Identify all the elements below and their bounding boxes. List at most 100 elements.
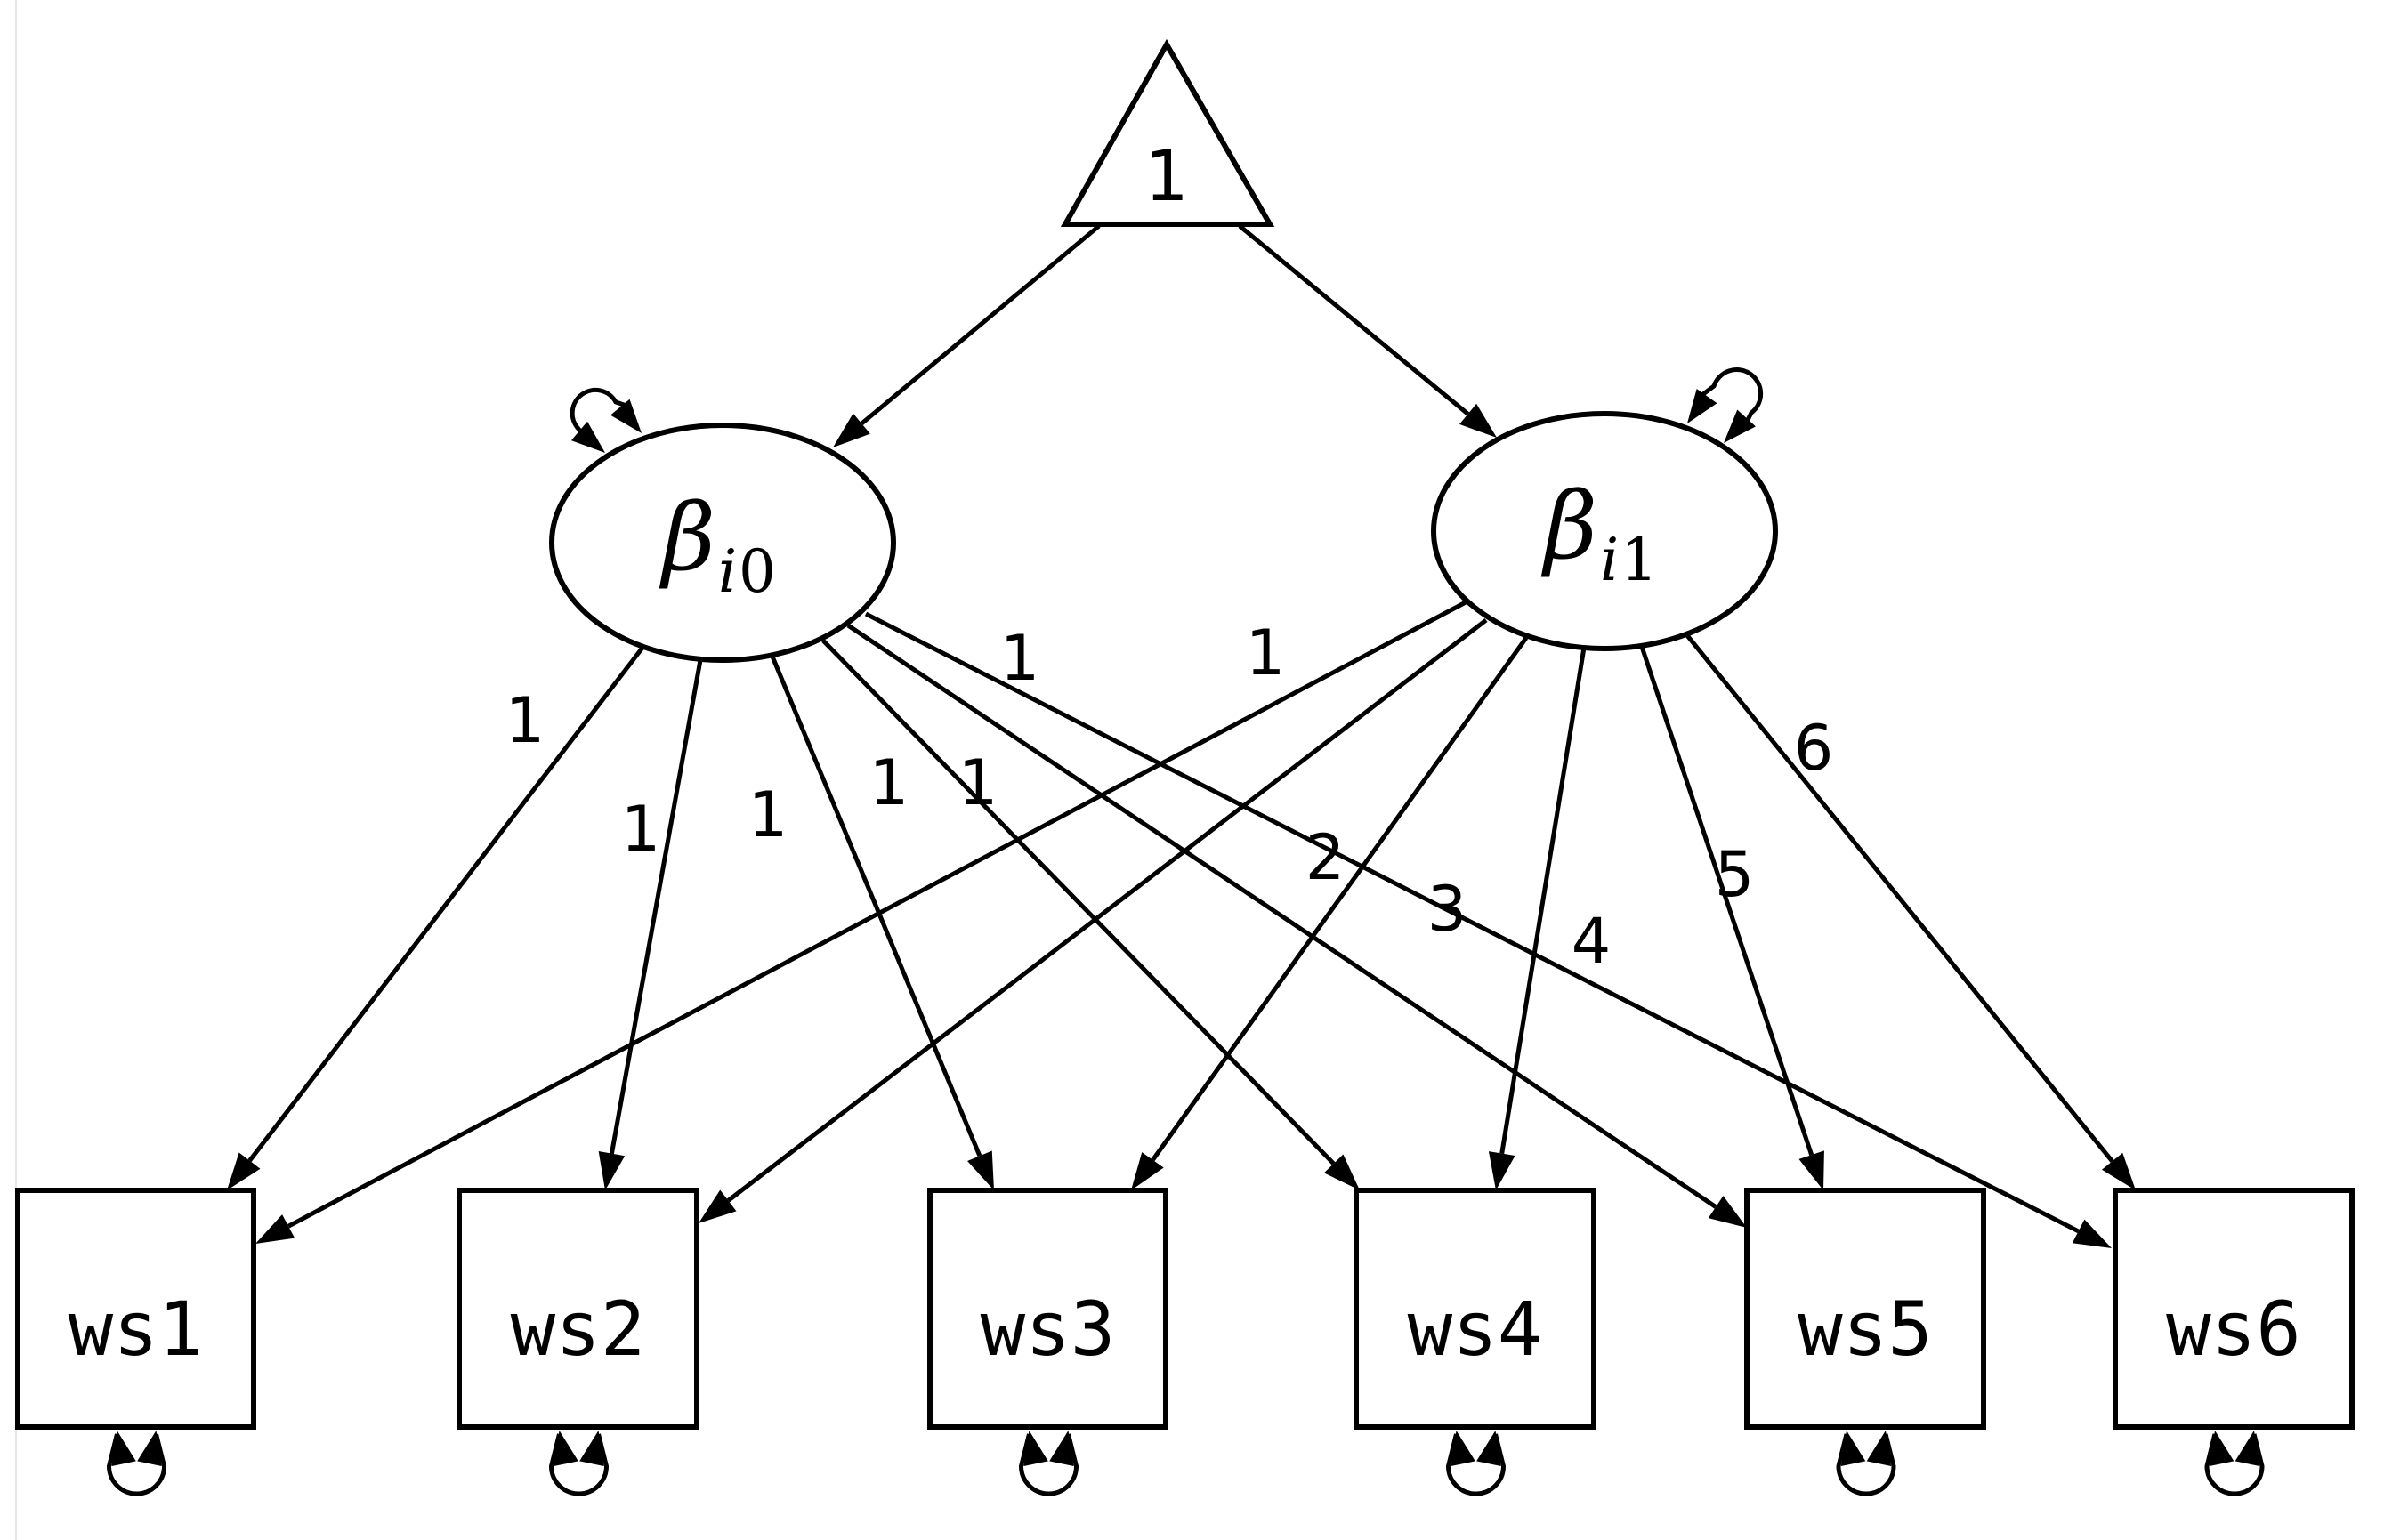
mean-path-one-b0-arrowhead (833, 413, 870, 447)
variance-loop-b1-arrowhead-a (1687, 388, 1717, 423)
variance-loop-b0-arrowhead-a (570, 421, 605, 453)
loading-b1-ws6-line (1685, 633, 2114, 1163)
loading-label-b1-ws6: 6 (1794, 712, 1834, 785)
variance-loop-b0-arrowhead-b (610, 399, 642, 433)
loading-b0-ws6-arrowhead (2072, 1219, 2112, 1248)
loading-label-b0-ws2: 1 (621, 793, 661, 866)
variance-loop-arc (2204, 1433, 2265, 1496)
loading-b0-ws3-line (770, 656, 982, 1157)
variance-loop-ws1-arrowhead-right (137, 1431, 162, 1467)
loading-b1-ws2-arrowhead (699, 1189, 737, 1223)
variance-loop-ws3-arrowhead-right (1049, 1431, 1074, 1467)
loading-b1-ws5-line (1639, 646, 1814, 1156)
observed-node-ws3[interactable]: ws3 (927, 1188, 1168, 1430)
mean-path-one-b1-arrowhead (1459, 403, 1497, 438)
variance-loop-arc (570, 387, 630, 435)
loading-b1-ws1-arrowhead (255, 1214, 295, 1244)
loading-b0-ws1-line (247, 646, 644, 1163)
loading-b0-ws4-arrowhead (1323, 1154, 1360, 1190)
ellipse-shape (549, 423, 896, 663)
variance-loop-ws4 (1445, 1433, 1507, 1496)
loading-b0-ws6-line (864, 611, 2080, 1234)
loading-label-b1-ws3: 3 (1427, 873, 1467, 946)
rectangle-shape (1354, 1188, 1596, 1430)
observed-label: ws5 (1798, 1286, 1933, 1373)
observed-node-ws2[interactable]: ws2 (457, 1188, 699, 1430)
loading-b1-ws2-line (726, 618, 1488, 1203)
variance-loop-ws2-arrowhead-right (579, 1431, 604, 1467)
loading-label-b0-ws4: 1 (869, 746, 909, 819)
observed-label: ws6 (2166, 1286, 2301, 1373)
loading-b1-ws3-line (1151, 636, 1529, 1162)
observed-label: ws4 (1408, 1286, 1543, 1373)
mean-path-one-b0-line (860, 224, 1101, 426)
loading-label-b1-ws5: 5 (1715, 838, 1755, 911)
variance-loop-b1 (1698, 367, 1764, 427)
loading-b0-ws4-line (821, 639, 1336, 1165)
loading-b1-ws4-line (1499, 647, 1587, 1154)
loading-b0-ws2-line (609, 659, 703, 1155)
mean-path-one-b1-line (1238, 224, 1470, 416)
variance-loop-ws1 (106, 1433, 167, 1496)
loading-b1-ws1-line (287, 600, 1467, 1229)
latent-subscript-num: 0 (739, 537, 776, 606)
loading-b1-ws5-arrowhead (1798, 1150, 1824, 1190)
variance-loop-arc (106, 1433, 167, 1496)
latent-symbol: β (1540, 472, 1597, 580)
variance-loop-ws6-arrowhead-left (2209, 1431, 2234, 1467)
latent-subscript-var: i (718, 537, 737, 606)
observed-node-ws6[interactable]: ws6 (2113, 1188, 2355, 1430)
loading-label-b1-ws1: 1 (1246, 617, 1286, 689)
loading-label-b0-ws3: 1 (748, 778, 788, 851)
constant-node[interactable]: 1 (1060, 38, 1275, 227)
rectangle-shape (457, 1188, 699, 1430)
variance-loop-ws5-arrowhead-right (1866, 1431, 1892, 1467)
variance-loop-b1-arrowhead-b (1724, 409, 1756, 443)
loading-label-b1-ws4: 4 (1572, 905, 1612, 978)
latent-subscript-num: 1 (1620, 526, 1658, 594)
latent-symbol: β (659, 483, 715, 592)
loading-b0-ws5-line (846, 623, 1717, 1209)
loading-b1-ws6-arrowhead (2101, 1152, 2136, 1190)
rectangle-shape (15, 1188, 256, 1430)
variance-loop-ws1-arrowhead-left (111, 1431, 136, 1467)
loading-label-b0-ws5: 1 (958, 746, 998, 819)
rectangle-shape (2113, 1188, 2355, 1430)
edges-layer (106, 224, 2265, 1496)
variance-loop-ws6 (2204, 1433, 2265, 1496)
variance-loop-ws3-arrowhead-left (1023, 1431, 1048, 1467)
triangle-shape (1060, 38, 1275, 227)
variance-loop-arc (1836, 1433, 1896, 1496)
ellipse-shape (1431, 411, 1778, 651)
observed-node-ws4[interactable]: ws4 (1354, 1188, 1596, 1430)
loading-b1-ws3-arrowhead (1131, 1152, 1164, 1190)
variance-loop-ws6-arrowhead-right (2234, 1431, 2260, 1467)
variance-loop-arc (1698, 367, 1764, 427)
observed-label: ws1 (69, 1286, 204, 1373)
loading-b1-ws4-arrowhead (1488, 1151, 1515, 1190)
variance-loop-arc (548, 1433, 610, 1496)
loading-b0-ws3-arrowhead (967, 1150, 994, 1190)
rectangle-shape (1744, 1188, 1986, 1430)
latent-subscript-var: i (1600, 526, 1619, 594)
observed-label: ws2 (511, 1286, 646, 1373)
observed-node-ws5[interactable]: ws5 (1744, 1188, 1986, 1430)
loading-label-b1-ws2: 2 (1305, 821, 1346, 894)
rectangle-shape (927, 1188, 1168, 1430)
variance-loop-ws3 (1018, 1433, 1079, 1496)
variance-loop-arc (1445, 1433, 1507, 1496)
variance-loop-ws4-arrowhead-left (1451, 1431, 1475, 1467)
observed-node-ws1[interactable]: ws1 (15, 1188, 256, 1430)
loading-b0-ws5-arrowhead (1708, 1196, 1747, 1228)
loading-b0-ws2-arrowhead (598, 1151, 626, 1190)
variance-loop-ws4-arrowhead-right (1476, 1431, 1501, 1467)
loading-label-b0-ws6: 1 (1000, 622, 1040, 695)
loading-b0-ws1-arrowhead (227, 1152, 261, 1190)
variance-loop-ws2 (548, 1433, 610, 1496)
constant-label: 1 (1144, 137, 1189, 217)
